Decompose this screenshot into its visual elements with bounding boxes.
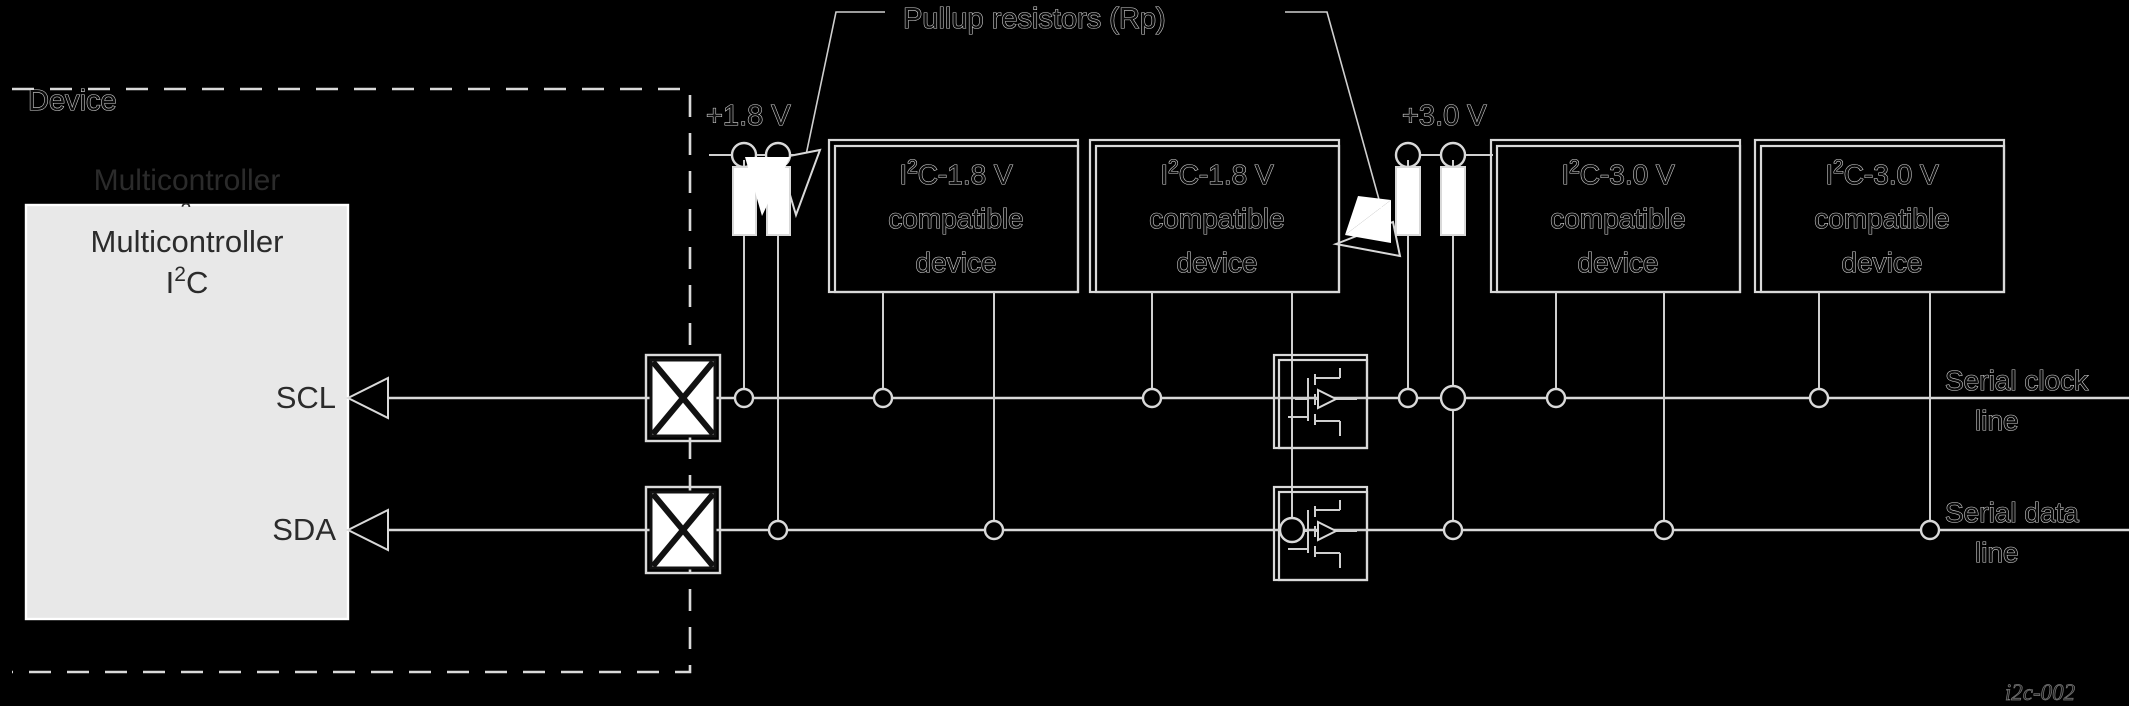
serial-data-line-label-line2: line [1975, 537, 2019, 568]
junction-dot [1545, 387, 1567, 409]
junction-dot [767, 519, 789, 541]
pullup-resistor-scl-1v8 [732, 166, 757, 236]
serial-data-line-label: Serial data line [1944, 496, 2079, 568]
sda-input-arrowhead [345, 508, 389, 552]
junction-dot [1808, 387, 1830, 409]
device-box-4[interactable]: I2C-3.0 V compatible device [1753, 138, 2006, 541]
junction-dot [1442, 519, 1464, 541]
device-1-line1: I2C-1.8 V [899, 157, 1013, 190]
figure-id-label: i2c-002 [2005, 680, 2075, 705]
junction-dot [1278, 516, 1306, 544]
mosfet-body-arrow [1317, 388, 1339, 410]
serial-clock-line-label: Serial clock line [1944, 364, 2089, 436]
pullup-pointer-solid-right-b [1345, 200, 1391, 243]
level-shifter-sda[interactable] [1272, 485, 1369, 582]
multicontroller-title-line1: Multicontroller [94, 164, 281, 197]
junction-dot [1397, 387, 1419, 409]
pin-scl-label: SCL [276, 380, 336, 415]
pin-labels-group: SCL SDA [150, 375, 346, 549]
serial-clock-line-label-line1: Serial clock [1945, 365, 2089, 396]
multicontroller-title-group: Multicontroller I2C [28, 207, 346, 337]
multicontroller-protocol: I2C [166, 263, 209, 300]
pullup-pointer-solid-left [745, 157, 790, 216]
pullup-pointer-solid-right [1345, 196, 1391, 235]
buffer-square-scl[interactable] [644, 353, 722, 443]
pullup-resistor-sda-3v0 [1440, 166, 1466, 236]
device-1-line2: compatible [888, 203, 1023, 234]
mosfet-symbol-scl [1288, 368, 1357, 436]
supply-rail-3v0: +3.0 V [1345, 99, 1493, 541]
mosfet-body-arrow [1317, 520, 1339, 542]
device-4-line3: device [1842, 247, 1923, 278]
serial-data-line-label-line1: Serial data [1945, 497, 2079, 528]
junction-dot [1919, 519, 1941, 541]
device-box-3[interactable]: I2C-3.0 V compatible device [1489, 138, 1742, 541]
device-2-line3: device [1177, 247, 1258, 278]
device-4-line2: compatible [1814, 203, 1949, 234]
junction-dot [1439, 384, 1467, 412]
scl-input-arrowhead [345, 376, 389, 420]
serial-clock-line-label-line2: line [1975, 405, 2019, 436]
device-3-line3: device [1578, 247, 1659, 278]
device-box-2[interactable]: I2C-1.8 V compatible device [1088, 138, 1341, 530]
junction-dot [1653, 519, 1675, 541]
junction-dot [733, 387, 755, 409]
mosfet-symbol-sda [1288, 500, 1357, 568]
pullup-resistors-label: Pullup resistors (Rp) [903, 3, 1166, 35]
device-box-1[interactable]: I2C-1.8 V compatible device [827, 138, 1080, 541]
device-4-line1: I2C-3.0 V [1825, 157, 1939, 190]
supply-label-3v0: +3.0 V [1402, 100, 1487, 132]
level-shifter-scl[interactable] [1272, 353, 1467, 450]
supply-label-1v8: +1.8 V [706, 100, 791, 132]
device-3-line2: compatible [1550, 203, 1685, 234]
pullup-resistor-scl-3v0 [1395, 166, 1421, 236]
device-1-line3: device [916, 247, 997, 278]
junction-dot [872, 387, 894, 409]
device-boundary-label: Device [28, 85, 117, 117]
pin-sda-label: SDA [272, 512, 336, 547]
junction-dot [983, 519, 1005, 541]
junction-dot [1141, 387, 1163, 409]
multicontroller-title: Multicontroller [91, 224, 284, 259]
device-3-line1: I2C-3.0 V [1561, 157, 1675, 190]
supply-rail-1v8: +1.8 V [705, 99, 795, 541]
buffer-square-sda[interactable] [644, 485, 722, 575]
device-2-line2: compatible [1149, 203, 1284, 234]
device-2-line1: I2C-1.8 V [1160, 157, 1274, 190]
